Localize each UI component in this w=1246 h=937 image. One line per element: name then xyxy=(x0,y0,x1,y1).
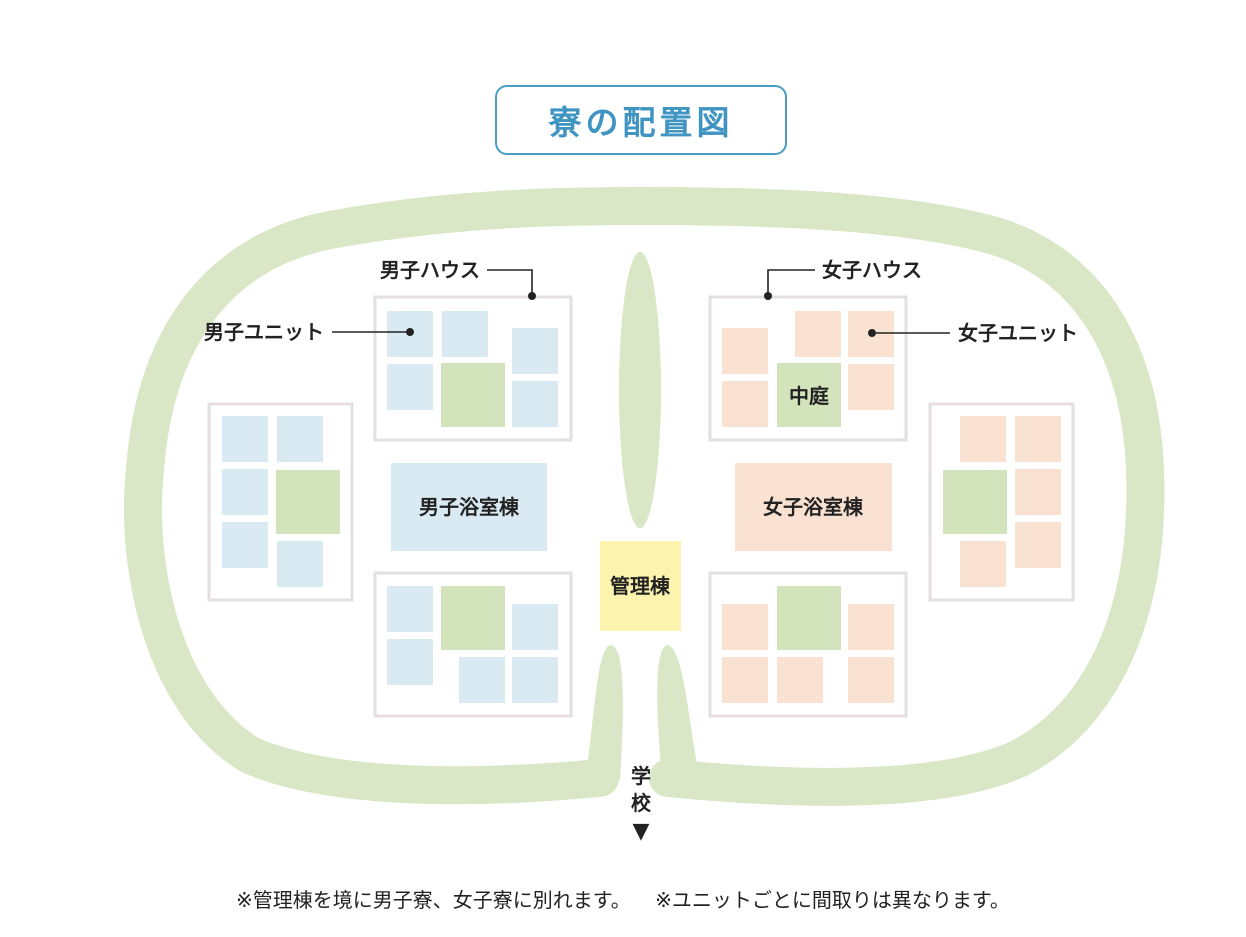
girls-unit xyxy=(722,381,768,427)
girls-right-units xyxy=(960,416,1061,587)
girls-unit xyxy=(722,604,768,650)
courtyard-girls-top xyxy=(777,363,841,427)
leader-girls-house xyxy=(767,269,815,296)
label-school-char-2: 校 xyxy=(631,791,652,815)
leader-dot xyxy=(868,329,876,337)
label-courtyard: 中庭 xyxy=(789,384,829,408)
leader-lines xyxy=(332,269,950,334)
label-girls-bath: 女子浴室棟 xyxy=(763,495,864,519)
boys-unit xyxy=(387,586,433,632)
title-box: 寮の配置図 xyxy=(495,85,787,155)
green-divider-bottom-left xyxy=(585,645,623,780)
boys-unit xyxy=(442,311,488,357)
label-admin: 管理棟 xyxy=(610,574,671,598)
leader-dot xyxy=(406,328,414,336)
girls-unit xyxy=(960,416,1006,462)
girls-top-units xyxy=(722,311,894,427)
boys-unit xyxy=(387,639,433,685)
boys-unit xyxy=(222,416,268,462)
label-boys-house: 男子ハウス xyxy=(380,258,480,282)
page-title: 寮の配置図 xyxy=(548,103,734,142)
girls-unit xyxy=(795,311,841,357)
leader-dot xyxy=(528,292,536,300)
girls-unit xyxy=(848,604,894,650)
girls-unit xyxy=(1015,469,1061,515)
leader-boys-house xyxy=(487,269,533,296)
boys-top-units xyxy=(387,311,558,427)
label-girls-house: 女子ハウス xyxy=(822,258,922,282)
footnotes: ※管理棟を境に男子寮、女子寮に別れます。 ※ユニットごとに間取りは異なります。 xyxy=(0,884,1246,913)
boys-unit xyxy=(512,657,558,703)
girls-unit xyxy=(1015,522,1061,568)
courtyard-boys-bottom xyxy=(441,586,505,650)
admin-building xyxy=(600,541,681,631)
leader-dot xyxy=(764,292,772,300)
boys-unit xyxy=(222,522,268,568)
girls-bath-building xyxy=(735,463,892,551)
label-boys-unit: 男子ユニット xyxy=(204,320,324,344)
girls-bottom-units xyxy=(722,604,894,703)
girls-unit xyxy=(848,657,894,703)
green-belt xyxy=(123,186,1165,806)
label-girls-unit: 女子ユニット xyxy=(958,321,1078,345)
boys-unit xyxy=(387,364,433,410)
boys-left-units xyxy=(222,416,323,587)
boys-unit xyxy=(277,541,323,587)
boys-bottom-units xyxy=(387,586,558,703)
leader-dots xyxy=(406,292,876,337)
girls-unit xyxy=(777,657,823,703)
green-divider-top xyxy=(619,252,661,528)
footnote: ※管理棟を境に男子寮、女子寮に別れます。 xyxy=(236,888,631,912)
school-arrow-icon: ▼ xyxy=(633,819,650,844)
boys-unit xyxy=(277,416,323,462)
girls-unit xyxy=(848,364,894,410)
courtyard-girls-right xyxy=(943,470,1007,534)
girls-unit xyxy=(960,541,1006,587)
girls-unit xyxy=(722,328,768,374)
boys-unit xyxy=(459,657,505,703)
boys-bath-building xyxy=(391,463,547,551)
label-school-char-1: 学 xyxy=(631,764,651,788)
courtyard-boys-top xyxy=(441,363,505,427)
label-boys-bath: 男子浴室棟 xyxy=(419,495,520,519)
boys-unit xyxy=(512,328,558,374)
boys-unit xyxy=(512,604,558,650)
boys-unit xyxy=(222,469,268,515)
footnote: ※ユニットごとに間取りは異なります。 xyxy=(655,888,1010,912)
girls-unit xyxy=(722,657,768,703)
courtyard-girls-bottom xyxy=(777,586,841,650)
green-divider-bottom-right xyxy=(657,645,700,780)
girls-unit xyxy=(1015,416,1061,462)
courtyard-boys-left xyxy=(276,470,340,534)
boys-unit xyxy=(512,381,558,427)
